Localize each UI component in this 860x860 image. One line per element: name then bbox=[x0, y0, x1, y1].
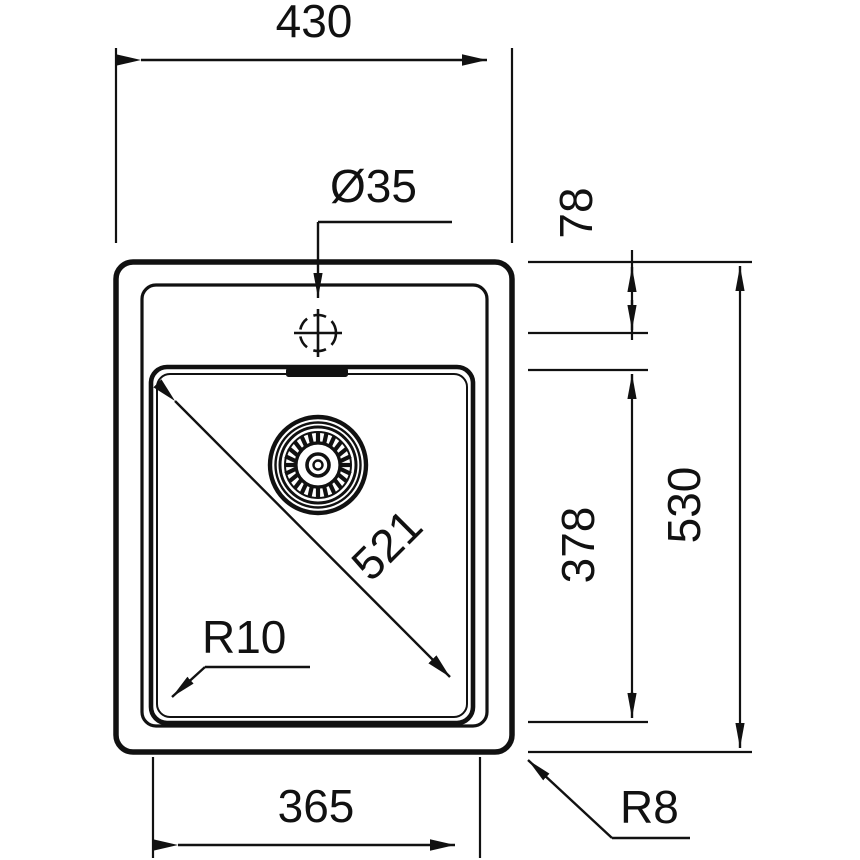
dimension-label-d35: Ø35 bbox=[330, 160, 417, 212]
dim-line-521 bbox=[153, 379, 451, 678]
overflow-slot bbox=[286, 368, 348, 377]
dimension-521-diagonal bbox=[153, 379, 451, 678]
leader-r10 bbox=[171, 665, 310, 698]
right-extension-lines bbox=[528, 260, 752, 754]
dimension-label-530: 530 bbox=[658, 467, 710, 544]
dimension-label-r8: R8 bbox=[620, 781, 679, 833]
leader-arrow-r10 bbox=[171, 666, 206, 698]
leader-r8 bbox=[527, 759, 690, 840]
bowl-rim-outline bbox=[148, 364, 476, 726]
tap-hole-center-mark bbox=[294, 309, 342, 357]
leader-arrow-r8 bbox=[527, 759, 613, 839]
sink-outer-outline bbox=[113, 259, 515, 755]
dimension-365 bbox=[151, 757, 482, 858]
dimension-label-430: 430 bbox=[276, 0, 353, 47]
dimension-label-r10: R10 bbox=[202, 611, 286, 663]
dimension-label-378: 378 bbox=[552, 507, 604, 584]
dimension-430 bbox=[114, 48, 514, 243]
dimension-label-78: 78 bbox=[550, 187, 602, 238]
leader-diameter-35 bbox=[313, 220, 452, 298]
dimension-label-365: 365 bbox=[278, 780, 355, 832]
drain-strainer bbox=[267, 414, 369, 516]
